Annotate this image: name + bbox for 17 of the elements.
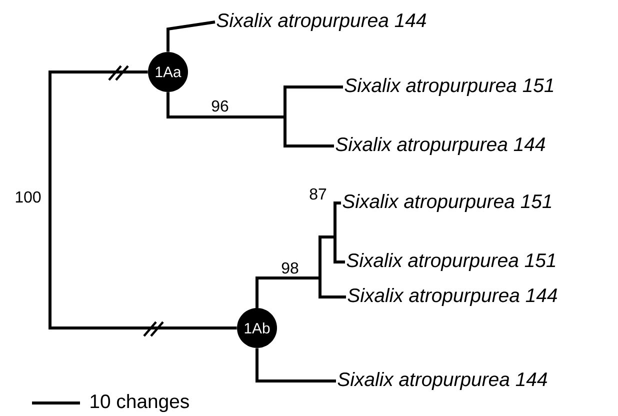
- taxon-label: Sixalix atropurpurea 144: [216, 12, 426, 32]
- taxon-label: Sixalix atropurpurea 144: [348, 288, 558, 306]
- taxon-label: Sixalix atropurpurea 151: [342, 194, 552, 212]
- support-value: 87: [310, 188, 326, 200]
- support-value: 98: [282, 262, 298, 274]
- support-value: 100: [16, 191, 41, 203]
- taxon-label: Sixalix atropurpurea 151: [346, 252, 556, 272]
- tree-branch: [166, 20, 216, 52]
- support-value: 96: [212, 100, 228, 112]
- taxon-label: Sixalix atropurpurea 144: [338, 372, 548, 390]
- taxon-label: Sixalix atropurpurea 144: [336, 136, 546, 156]
- taxon-label: Sixalix atropurpurea 151: [344, 78, 554, 96]
- tree-branch: [256, 348, 336, 382]
- tree-branch: [48, 70, 237, 330]
- tree-branch: [256, 276, 346, 308]
- scale-bar: 10 changes: [32, 394, 189, 412]
- tree-branch: [166, 92, 334, 148]
